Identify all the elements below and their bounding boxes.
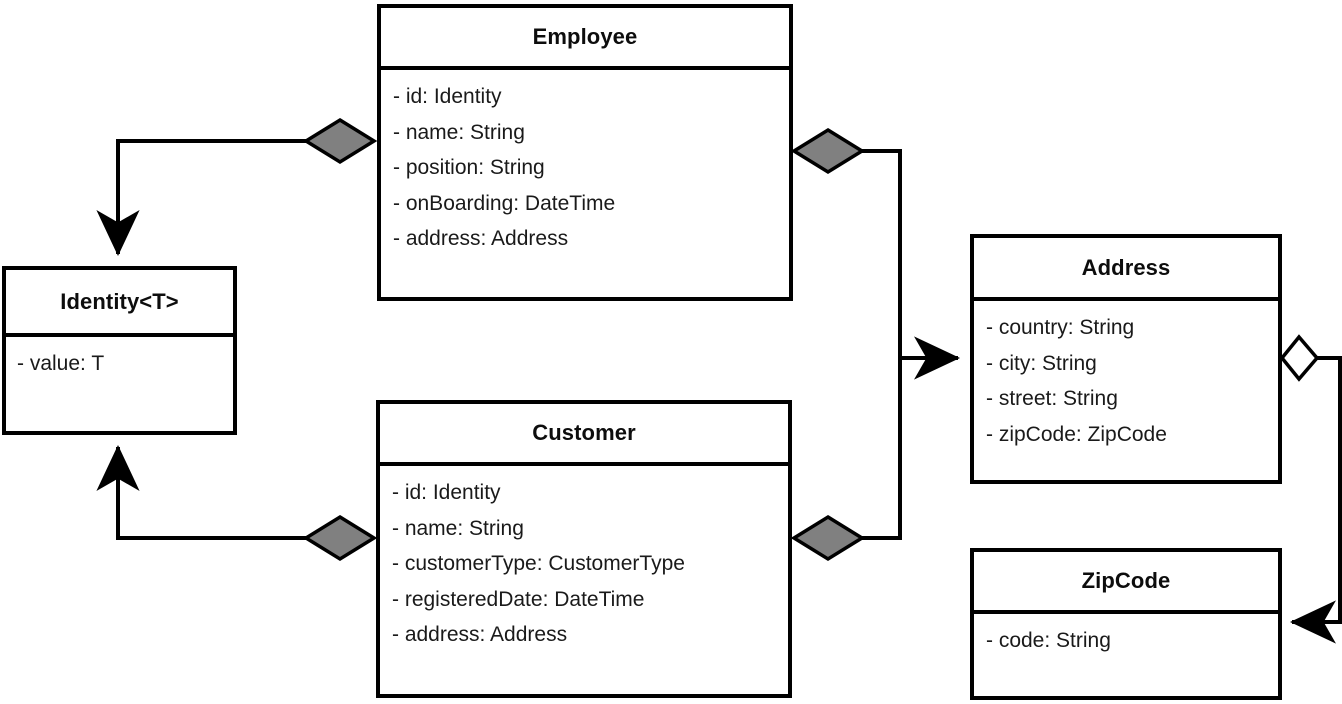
edge-employee-address (790, 127, 960, 380)
class-attribute: - id: Identity (392, 481, 501, 504)
uml-class-customer[interactable]: Customer - id: Identity - name: String -… (376, 400, 792, 698)
edge-employee-identity (96, 117, 378, 256)
class-attribute: - name: String (392, 516, 524, 540)
class-attribute: - name: String (393, 120, 525, 144)
edge-customer-address (790, 358, 902, 562)
uml-class-employee[interactable]: Employee - id: Identity - name: String -… (377, 4, 793, 301)
class-header-zipcode: ZipCode (974, 552, 1278, 614)
class-attributes-zipcode: - code: String (974, 614, 1278, 659)
class-attribute: - registeredDate: DateTime (392, 587, 645, 611)
uml-class-zipcode[interactable]: ZipCode - code: String (970, 548, 1282, 700)
class-header-address: Address (974, 238, 1278, 301)
class-attribute: - customerType: CustomerType (392, 552, 685, 575)
class-attribute: - zipCode: ZipCode (986, 422, 1167, 446)
class-header-customer: Customer (380, 404, 788, 466)
class-attribute: - street: String (986, 387, 1118, 410)
filled-diamond-icon (302, 514, 378, 562)
class-attribute: - id: Identity (393, 85, 502, 108)
class-attribute: - city: String (986, 351, 1097, 375)
class-attributes-identity: - value: T (6, 337, 233, 382)
class-attribute: - position: String (393, 156, 545, 179)
class-header-identity: Identity<T> (6, 270, 233, 337)
edge-customer-identity (96, 445, 378, 562)
uml-class-address[interactable]: Address - country: String - city: String… (970, 234, 1282, 484)
filled-diamond-icon (790, 514, 866, 562)
class-attribute: - country: String (986, 316, 1135, 339)
class-attribute: - address: Address (392, 623, 568, 646)
class-title: Employee (532, 24, 638, 49)
filled-diamond-icon (302, 117, 378, 165)
hollow-diamond-icon (1279, 334, 1320, 382)
class-attributes-customer: - id: Identity - name: String - customer… (380, 466, 788, 653)
class-attribute: - code: String (986, 629, 1111, 652)
class-attributes-employee: - id: Identity - name: String - position… (381, 70, 789, 257)
class-header-employee: Employee (381, 8, 789, 70)
class-attribute: - value: T (17, 352, 105, 375)
class-title: Address (1081, 254, 1171, 280)
uml-class-identity[interactable]: Identity<T> - value: T (2, 266, 237, 435)
class-attribute: - address: Address (393, 227, 569, 250)
filled-diamond-icon (790, 127, 866, 175)
class-title: Identity<T> (60, 288, 179, 314)
class-attributes-address: - country: String - city: String - stree… (974, 301, 1278, 452)
class-title: Customer (532, 420, 636, 445)
class-title: ZipCode (1081, 568, 1171, 593)
edge-address-zipcode (1279, 334, 1342, 644)
class-attribute: - onBoarding: DateTime (393, 191, 616, 215)
